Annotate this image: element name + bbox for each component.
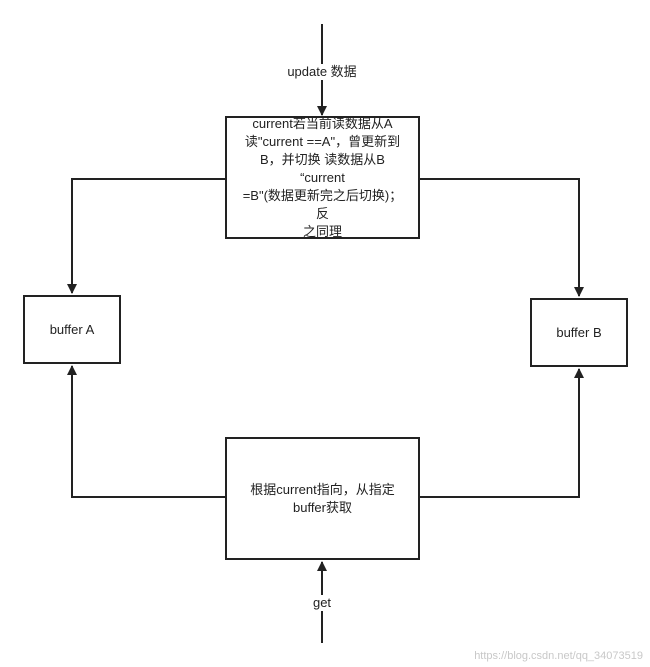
- top-to-buffer-b-arrow: [420, 178, 584, 297]
- switch-logic-box: current若当前读数据从A 读"current ==A"，曾更新到 B，并切…: [225, 116, 420, 239]
- switch-logic-text: current若当前读数据从A 读"current ==A"，曾更新到 B，并切…: [241, 115, 404, 241]
- switch-logic-line: B，并切换 读数据从B “current: [260, 151, 385, 185]
- read-logic-box: 根据current指向，从指定 buffer获取: [225, 437, 420, 560]
- get-label: get: [310, 595, 334, 611]
- switch-logic-line: =B"(数据更新完之后切换)；反: [242, 187, 403, 221]
- read-logic-line: buffer获取: [292, 499, 352, 515]
- watermark: https://blog.csdn.net/qq_34073519: [474, 650, 643, 662]
- update-data-label: update 数据: [285, 64, 359, 80]
- buffer-a-label: buffer A: [49, 321, 95, 337]
- top-to-buffer-a-arrow: [67, 178, 225, 294]
- switch-logic-line: 读"current ==A"，曾更新到: [244, 133, 401, 149]
- switch-logic-line: current若当前读数据从A: [252, 115, 393, 131]
- buffer-a-box: buffer A: [23, 295, 121, 364]
- buffer-b-box: buffer B: [530, 298, 628, 367]
- switch-logic-line: 之同理: [302, 223, 342, 239]
- bottom-to-buffer-a-arrow: [67, 365, 225, 498]
- bottom-to-buffer-b-arrow: [420, 368, 584, 498]
- read-logic-line: 根据current指向，从指定: [250, 481, 395, 497]
- buffer-b-label: buffer B: [556, 324, 602, 340]
- read-logic-text: 根据current指向，从指定 buffer获取: [250, 481, 394, 517]
